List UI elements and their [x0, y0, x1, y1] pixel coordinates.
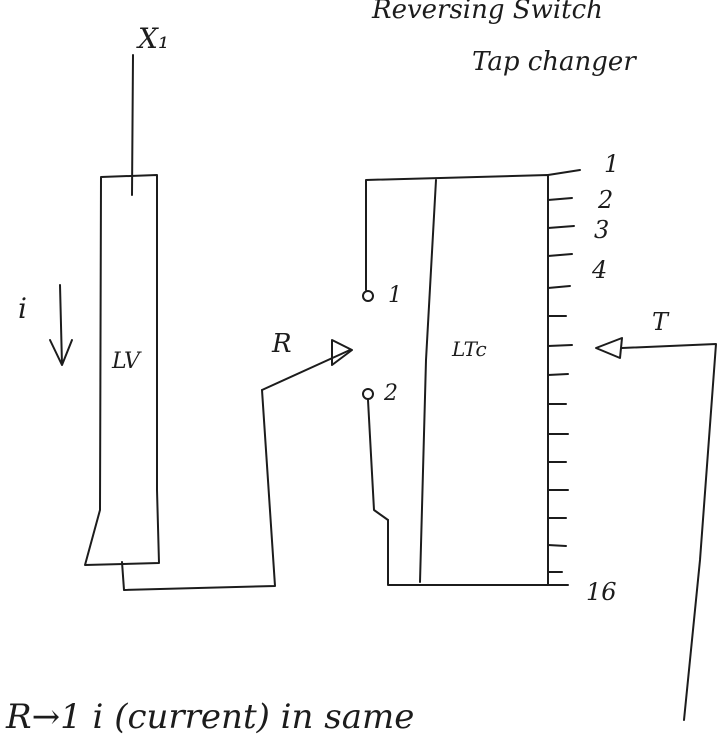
contact-1-label: 1 — [388, 283, 402, 308]
tap-number-1: 1 — [604, 150, 619, 178]
reversing-arm-arrowhead — [331, 339, 353, 366]
tap-number-2: 2 — [597, 186, 613, 214]
contact-1-terminal — [362, 290, 374, 302]
tap-number-16: 16 — [586, 578, 617, 606]
ltc-winding — [365, 174, 549, 586]
reversing-arm-label: R — [271, 329, 292, 359]
contact-2-terminal — [362, 388, 374, 400]
footnote-text: R→1 i (current) in same — [5, 697, 414, 736]
current-arrow — [49, 284, 73, 366]
lead-x1-label: X₁ — [136, 22, 169, 55]
current-symbol: i — [18, 292, 27, 325]
tap-ticks — [547, 197, 575, 586]
tap-arm-wire — [621, 343, 717, 721]
lead-x1-wire — [131, 54, 134, 196]
tap-arm-arrowhead — [595, 337, 623, 359]
ltc-top-extension — [547, 169, 581, 176]
diagram-title-line1: Reversing Switch — [371, 0, 603, 25]
ltc-label: LTc — [451, 337, 487, 361]
diagram-title-line2: Tap changer — [472, 47, 637, 77]
contact-2-lead — [367, 399, 389, 521]
lv-to-reversing-wire — [121, 389, 276, 591]
tap-number-4: 4 — [591, 256, 607, 284]
lv-label: LV — [111, 349, 142, 374]
ltc-inner-line — [419, 179, 437, 583]
reversing-arm — [261, 349, 351, 391]
lv-winding — [84, 174, 160, 566]
contact-2-label: 2 — [383, 381, 398, 406]
tap-number-3: 3 — [594, 216, 609, 244]
tap-arm-label: T — [652, 308, 670, 336]
